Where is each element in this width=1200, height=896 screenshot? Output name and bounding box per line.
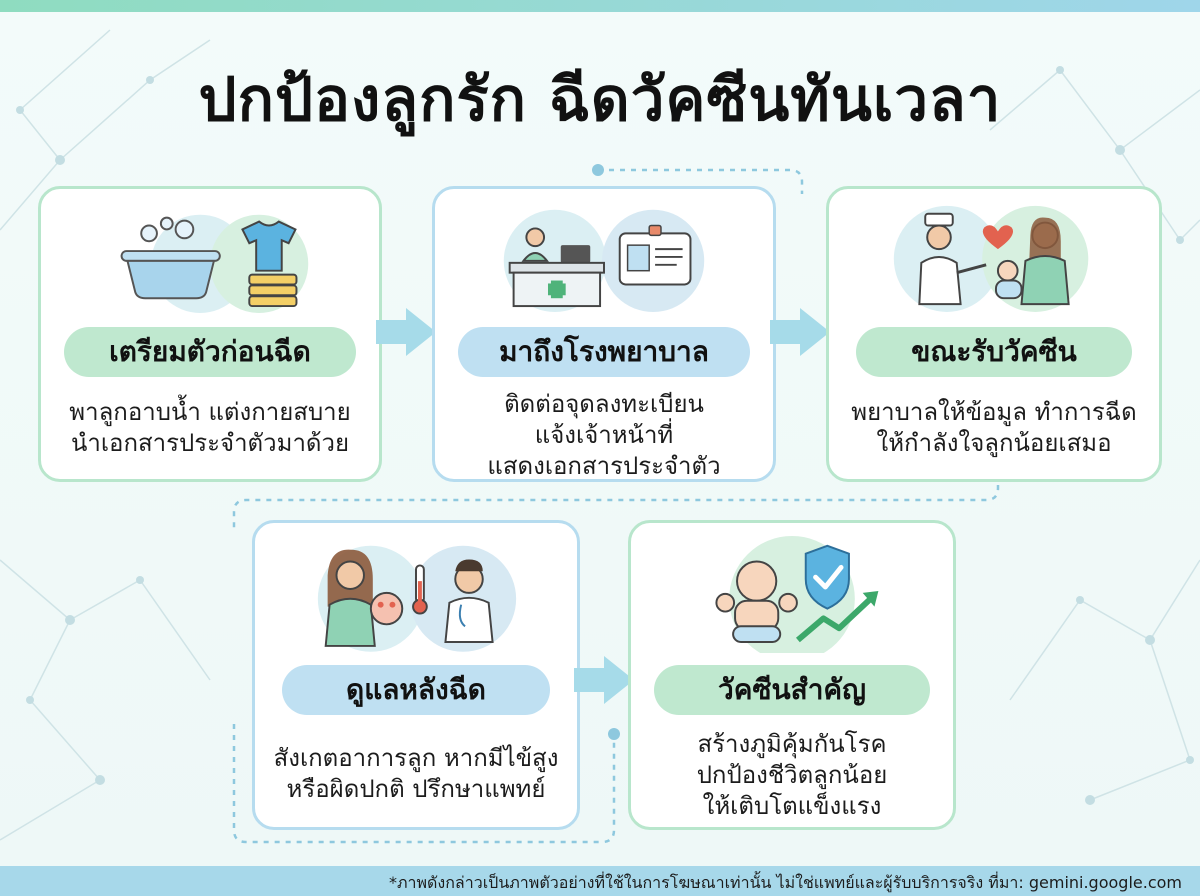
shield-check-icon (804, 544, 850, 610)
step-description-vaccination: พยาบาลให้ข้อมูล ทำการฉีด ให้กำลังใจลูกน้… (851, 398, 1137, 457)
step-title-vaccination: ขณะรับวัคซีน (856, 327, 1132, 377)
step-illustration-importance (715, 535, 879, 653)
top-accent-bar (0, 0, 1200, 12)
step-card-arrive: มาถึงโรงพยาบาล ติดต่อจุดลงทะเบียน แจ้งเจ… (432, 186, 776, 482)
page-title: ปกป้องลูกรัก ฉีดวัคซีนทันเวลา (198, 65, 1002, 135)
arrow-right-icon (770, 308, 830, 356)
step-illustration-vaccination (893, 205, 1089, 312)
step-title-aftercare: ดูแลหลังฉีด (282, 665, 550, 715)
heart-icon (982, 225, 1014, 250)
step-card-vaccination: ขณะรับวัคซีน พยาบาลให้ข้อมูล ทำการฉีด ให… (826, 186, 1162, 482)
step-card-prepare: เตรียมตัวก่อนฉีด พาลูกอาบน้ำ แต่งกายสบาย… (38, 186, 382, 482)
clothes-icon (241, 220, 298, 308)
id-card-icon (618, 224, 692, 286)
reception-desk-icon (508, 227, 605, 308)
step-description-importance: สร้างภูมิคุ้มกันโรค ปกป้องชีวิตลูกน้อย ใ… (696, 730, 888, 820)
bath-tub-icon (120, 216, 221, 300)
step-description-prepare: พาลูกอาบน้ำ แต่งกายสบาย นำเอกสารประจำตัว… (69, 398, 351, 457)
step-card-aftercare: ดูแลหลังฉีด สังเกตอาการลูก หากมีไข้สูง ห… (252, 520, 580, 830)
step-illustration-aftercare (317, 545, 517, 652)
step-title-importance: วัคซีนสำคัญ (654, 665, 930, 715)
step-card-importance: วัคซีนสำคัญ สร้างภูมิคุ้มกันโรค ปกป้องชี… (628, 520, 956, 830)
footer-disclaimer-bar: *ภาพดังกล่าวเป็นภาพตัวอย่างที่ใช้ในการโฆ… (0, 866, 1200, 896)
step-title-arrive: มาถึงโรงพยาบาล (458, 327, 750, 377)
nurse-injection-icon (918, 212, 987, 306)
arrow-right-icon (574, 656, 634, 704)
doctor-icon (444, 559, 494, 643)
mother-baby-icon (994, 217, 1070, 306)
step-description-aftercare: สังเกตอาการลูก หากมีไข้สูง หรือผิดปกติ ป… (273, 744, 559, 803)
footer-disclaimer: *ภาพดังกล่าวเป็นภาพตัวอย่างที่ใช้ในการโฆ… (388, 873, 1182, 892)
strong-baby-icon (715, 560, 798, 643)
mother-sick-child-icon (324, 549, 404, 647)
thermometer-icon (412, 564, 428, 615)
step-title-prepare: เตรียมตัวก่อนฉีด (64, 327, 356, 377)
arrow-right-icon (376, 308, 436, 356)
step-illustration-prepare (120, 214, 309, 313)
growth-arrow-icon (795, 590, 879, 643)
step-description-arrive: ติดต่อจุดลงทะเบียน แจ้งเจ้าหน้าที่ แสดงเ… (487, 390, 721, 480)
step-illustration-arrive (503, 209, 705, 312)
